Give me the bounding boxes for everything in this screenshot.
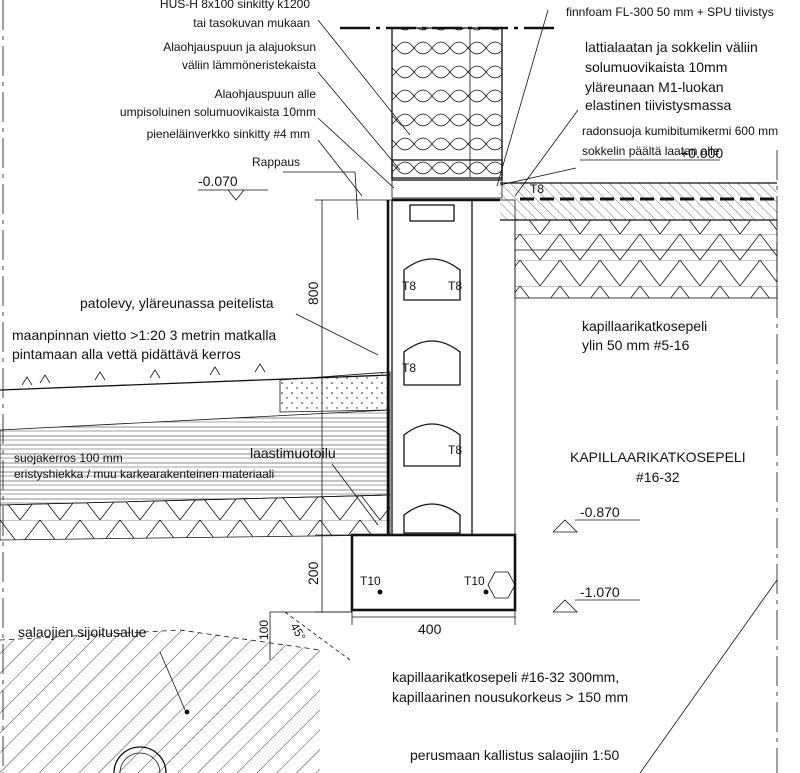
- label-t8-c: T8: [402, 361, 416, 375]
- rebar-t10-left: [377, 589, 383, 595]
- floor-slab: [500, 182, 777, 221]
- dim-800: 800: [305, 281, 321, 305]
- protective-sand-layer: [0, 495, 390, 540]
- drain-pipe: [113, 746, 167, 773]
- label-t10-left: T10: [360, 574, 381, 588]
- dim-100: 100: [257, 620, 271, 640]
- capillary-gravel-fill: [514, 219, 778, 299]
- grass-marks: [21, 363, 266, 386]
- label-gravel-top-1: kapillaarikatkosepeli: [582, 318, 707, 334]
- label-capillary-gravel-1: KAPILLAARIKATKOSEPELI: [570, 449, 746, 465]
- label-radon-2: sokkelin päältä laatan alle: [582, 144, 720, 158]
- label-subgrade-slope: perusmaan kallistus salaojiin 1:50: [410, 747, 620, 763]
- level-plus-0000: +0.000: [680, 145, 723, 161]
- label-slab-strip-4: elastinen tiivistysmassa: [585, 97, 731, 113]
- dim-45-degrees: 45°: [287, 621, 308, 644]
- label-capillary-gravel-2: #16-32: [636, 469, 680, 485]
- label-slab-strip-3: yläreunaan M1-luokan: [585, 79, 724, 95]
- label-gravel-top-2: ylin 50 mm #5-16: [582, 337, 690, 353]
- label-foam-strip-1: Alaohjauspuun alle: [215, 87, 317, 101]
- label-t10-right: T10: [464, 574, 485, 588]
- ground-layers: [0, 371, 391, 541]
- rebar-t10-right: [483, 589, 489, 595]
- surface-gravel: [280, 372, 390, 412]
- level-minus-0070: -0.070: [198, 173, 238, 189]
- ground-surface-line: [0, 374, 391, 391]
- label-slab-strip-1: lattialaatan ja sokkelin väliin: [585, 39, 758, 55]
- label-t8-slab: T8: [530, 182, 544, 196]
- label-render: Rappaus: [252, 155, 300, 169]
- label-drainage-board: patolevy, yläreunassa peitelista: [80, 295, 274, 311]
- dim-400: 400: [418, 621, 442, 637]
- label-footing-gravel-1: kapillaarikatkosepeli #16-32 300mm,: [392, 669, 619, 685]
- topsoil-layer: [0, 410, 390, 505]
- label-t8-a: T8: [402, 279, 416, 293]
- label-protective-layer-1: suojakerros 100 mm: [14, 451, 123, 465]
- label-foam-strip-2: umpisoluinen solumuovikaista 10mm: [120, 105, 316, 119]
- dim-200: 200: [305, 561, 321, 585]
- label-insulation-strip-2: väliin lämmöneristekaista: [182, 58, 316, 72]
- dimensions: [269, 199, 516, 661]
- insulation-strip: [391, 179, 503, 199]
- finnfoam-insulation: [471, 199, 516, 536]
- label-t8-d: T8: [448, 443, 462, 457]
- level-minus-1070: -1.070: [580, 584, 620, 600]
- leader-lines: [159, 9, 579, 715]
- label-ground-slope-2: pintamaan alla vettä pidättävä kerros: [12, 346, 241, 362]
- label-hus-1: HUS-H 8x100 sinkitty k1200: [160, 0, 310, 11]
- label-footing-gravel-2: kapillaarinen nousukorkeus > 150 mm: [392, 689, 628, 705]
- footing: [350, 533, 517, 612]
- label-drain-area: salaojien sijoitusalue: [18, 624, 147, 640]
- timber-wall: [340, 26, 560, 202]
- label-mesh: pieneläinverkko sinkitty #4 mm: [147, 127, 310, 141]
- drainage-area: [0, 629, 321, 773]
- label-insulation-strip-1: Alaohjauspuun ja alajuoksun: [163, 40, 316, 54]
- label-t8-b: T8: [448, 279, 462, 293]
- level-markers: [198, 159, 720, 613]
- level-minus-0870: -0.870: [580, 504, 620, 520]
- label-radon-1: radonsuoja kumibitumikermi 600 mm: [582, 124, 778, 138]
- label-mortar-formwork: laastimuotoilu: [250, 445, 336, 461]
- label-hus-2: tai tasokuvan mukaan: [193, 16, 310, 30]
- label-slab-strip-2: solumuovikaista 10mm: [585, 59, 727, 75]
- label-protective-layer-2: eristyshiekka / muu karkearakenteinen ma…: [14, 467, 274, 481]
- label-ground-slope-1: maanpinnan vietto >1:20 3 metrin matkall…: [12, 327, 276, 343]
- label-finnfoam: finnfoam FL-300 50 mm + SPU tiivistys: [566, 5, 774, 19]
